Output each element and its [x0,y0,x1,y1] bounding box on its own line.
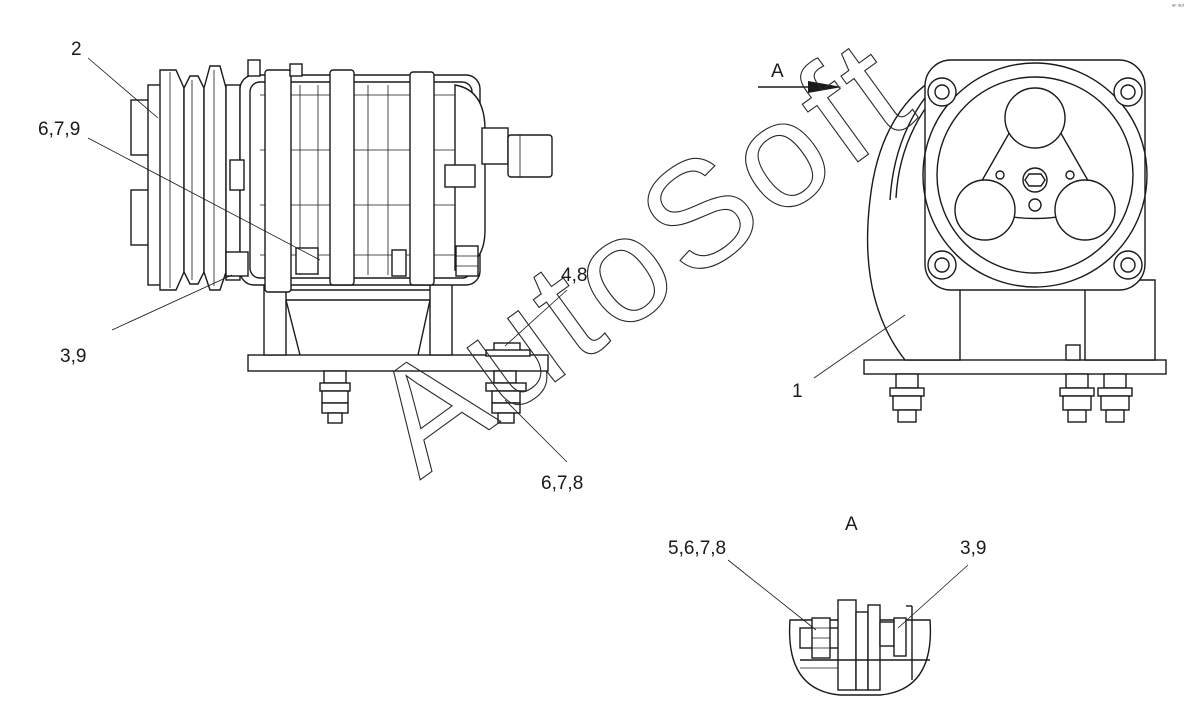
side-view-assembly [130,59,553,424]
label-view-title-a: A [845,514,858,535]
label-part-6-7-8: 6,7,8 [541,473,583,494]
front-corner-bolts [927,77,1143,280]
detail-view-a [788,599,932,696]
label-view-arrow-a: A [771,61,784,82]
pulley [130,65,241,291]
rear-shaft [481,127,553,178]
label-part-6-7-9: 6,7,9 [38,119,80,140]
view-arrow-a [758,81,842,93]
front-view-assembly [863,59,1167,423]
base-bolt-left [319,370,351,424]
compressor-body [229,59,486,293]
label-part-3-9-view: 3,9 [960,538,986,559]
front-base-bolts [889,344,1133,423]
corner-mark: ᵃⁿ ᵃᵘᵗ [1172,3,1185,10]
base-bolt-right [485,342,531,424]
label-part-1: 1 [792,381,803,402]
label-part-3-9-side: 3,9 [60,346,86,367]
label-part-2: 2 [71,39,82,60]
label-part-4-8: 4,8 [561,265,587,286]
bracket-bolts [225,245,479,277]
leader-lines [87,57,969,631]
label-part-5-6-7-8: 5,6,7,8 [668,538,726,559]
